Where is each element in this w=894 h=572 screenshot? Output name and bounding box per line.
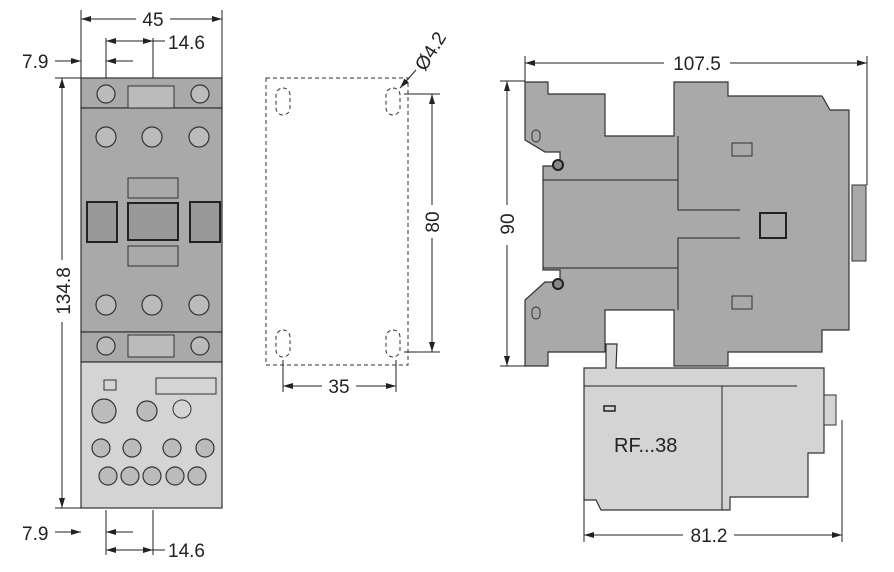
rivet (552, 159, 564, 171)
template-outline (265, 77, 409, 366)
front-view (80, 77, 223, 509)
contact-cover-bottom (127, 245, 179, 267)
mounting-hole (275, 329, 291, 358)
side-view: RF...38 (524, 81, 867, 511)
contactor-side-body (524, 81, 850, 367)
rivet (552, 278, 564, 290)
depth-dimension: 107.5 (673, 54, 721, 75)
side-slot (731, 295, 753, 310)
offset-top-dimension: 7.9 (22, 52, 48, 73)
side-dimensions: 107.5 90 81.2 (498, 54, 868, 547)
screw-icons (91, 84, 215, 486)
height-dimension: 134.8 (54, 267, 75, 315)
contact-cover-top (127, 177, 179, 199)
relay-depth-dimension: 81.2 (691, 526, 728, 547)
relay-indicator (103, 379, 117, 391)
latch-bottom (127, 334, 175, 358)
side-terminal (851, 184, 867, 262)
offset-bottom-dimension: 7.9 (22, 524, 48, 545)
relay-label-plate (155, 377, 217, 395)
contact-window (127, 202, 179, 241)
relay-label: RF...38 (614, 435, 677, 457)
mounting-hole (385, 87, 401, 116)
coil-terminal (759, 212, 787, 239)
drilling-template: Ø4.2 80 35 (265, 29, 451, 398)
relay-indicator (603, 405, 616, 412)
height-side-dimension: 90 (498, 213, 519, 234)
front-dimensions: 45 14.6 7.9 134.8 7.9 14.6 (22, 10, 223, 562)
overload-relay-side (583, 343, 825, 511)
pitch-bottom-dimension: 14.6 (168, 541, 205, 562)
latch-top (127, 85, 175, 109)
hole-diameter-dimension: Ø4.2 (411, 29, 451, 75)
mounting-hole (275, 87, 291, 116)
width-dimension: 45 (142, 10, 163, 31)
aux-window-left (86, 201, 118, 243)
relay-terminal (823, 394, 837, 426)
pitch-top-dimension: 14.6 (168, 33, 205, 54)
horizontal-spacing-dimension: 35 (328, 377, 349, 398)
vertical-spacing-dimension: 80 (423, 211, 444, 232)
mounting-hole (385, 329, 401, 358)
aux-window-right (189, 201, 221, 243)
side-slot (731, 142, 753, 157)
